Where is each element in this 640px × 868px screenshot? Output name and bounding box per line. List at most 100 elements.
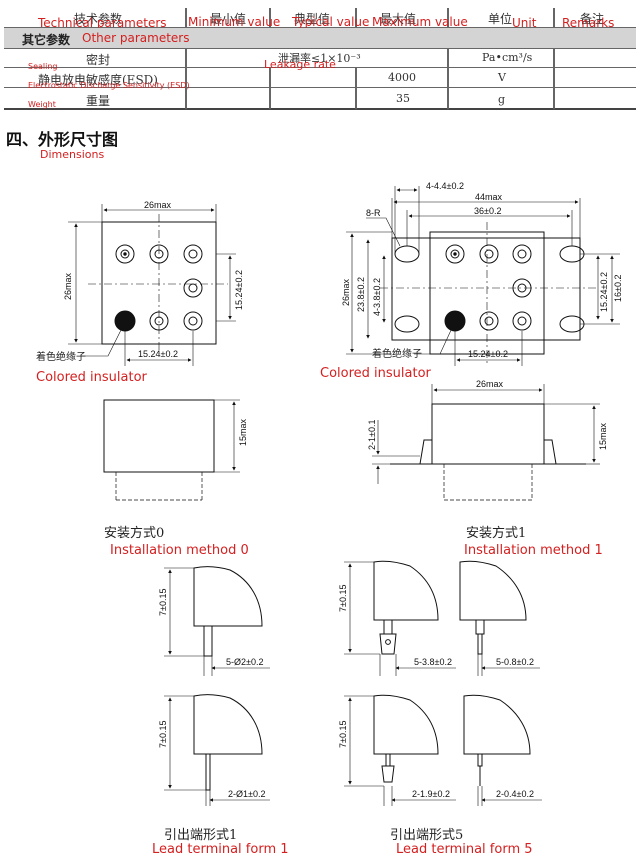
row-esd-min	[186, 68, 270, 88]
header-max-en: Maximum value	[372, 15, 468, 29]
lead5-c-height-dim: 7±0.15	[338, 721, 348, 748]
row-esd-remarks	[554, 68, 636, 88]
install0-caption: 安装方式0	[104, 526, 165, 541]
lead1-caption: 引出端形式1	[164, 828, 238, 843]
header-min-cn: 最小值	[210, 12, 247, 26]
lead1-caption-en: Lead terminal form 1	[152, 842, 289, 857]
lead1-b-dim: 2-Ø1±0.2	[228, 789, 265, 799]
m0-height-dim: 26max	[63, 272, 73, 300]
m0-pitch-h-dim: 15.24±0.2	[138, 349, 178, 359]
header-min-en: Minimum value	[188, 15, 281, 29]
m1-238-dim: 23.8±0.2	[356, 277, 366, 312]
header-cell-min	[186, 8, 270, 28]
lead1-b-height-dim: 7±0.15	[158, 721, 168, 748]
lead1-pin-a	[164, 566, 270, 676]
method1-pins	[444, 244, 532, 332]
header-remarks-cn: 备注	[580, 12, 605, 26]
m0-insulator-en: Colored insulator	[36, 370, 147, 385]
row-sealing-unit	[448, 48, 554, 68]
row-sealing-param	[4, 48, 186, 68]
m1-side-height-dim: 15max	[598, 422, 608, 450]
lead5-pin-c	[344, 694, 456, 806]
header-params-en: Technical parameters	[38, 16, 167, 30]
lead5-a-dim: 5-3.8±0.2	[414, 657, 452, 667]
header-cell-unit	[448, 8, 554, 28]
sealing-unit: Pa•cm³/s	[482, 51, 533, 64]
header-cell-max	[356, 8, 448, 28]
esd-max: 4000	[388, 71, 416, 84]
m1-side-width-dim: 26max	[476, 379, 504, 389]
header-unit-cn: 单位	[488, 12, 513, 26]
weight-en: Weight	[28, 100, 56, 109]
header-cell-remarks	[554, 8, 636, 28]
esd-unit: V	[498, 71, 506, 84]
header-remarks-en: Remarks	[562, 16, 615, 30]
m1-16-dim: 16±0.2	[613, 275, 623, 302]
row-sealing-value	[186, 48, 448, 68]
header-cell-params	[4, 8, 186, 28]
esd-en: Electrostatic Discharge Sensitivity (ESD…	[28, 81, 190, 90]
sealing-cn: 密封	[86, 53, 111, 67]
m0-width-dim: 26max	[144, 200, 172, 210]
lead5-pin-d	[463, 694, 542, 806]
lead5-a-height-dim: 7±0.15	[338, 585, 348, 612]
install0-caption-en: Installation method 0	[110, 543, 249, 558]
row-sealing-remarks	[554, 48, 636, 68]
esd-cn: 静电放电敏感度(ESD)	[38, 73, 158, 87]
method1-side-view	[372, 384, 600, 501]
weight-cn: 重量	[86, 94, 111, 108]
lead5-caption: 引出端形式5	[390, 828, 464, 843]
lead1-pin-b	[164, 694, 270, 806]
m1-438-dim: 4-3.8±0.2	[372, 278, 382, 316]
m1-insulator-label: 着色绝缘子	[372, 347, 422, 360]
row-esd-unit	[448, 68, 554, 88]
header-cell-typ	[270, 8, 356, 28]
row-weight-param	[4, 88, 186, 110]
row-esd-typ	[270, 68, 356, 88]
weight-unit: g	[498, 93, 506, 106]
header-typ-en: Typical value	[292, 15, 370, 29]
row-esd-max	[356, 68, 448, 88]
section-row	[4, 28, 636, 49]
sealing-en: Sealing	[28, 62, 58, 71]
row-weight-typ	[270, 88, 356, 110]
row-weight-unit	[448, 88, 554, 110]
m0-pitch-v-dim: 15.24±0.2	[234, 270, 244, 310]
lead1-a-height-dim: 7±0.15	[158, 589, 168, 616]
header-unit-en: Unit	[512, 16, 537, 30]
m0-side-height-dim: 15max	[238, 418, 248, 446]
m1-26-dim: 26max	[341, 278, 351, 306]
row-weight-min	[186, 88, 270, 110]
dimensions-title-en: Dimensions	[40, 148, 105, 161]
lead5-c-dim: 2-1.9±0.2	[412, 789, 450, 799]
leakage-rate-value: 泄漏率≤1×10⁻³	[278, 52, 361, 65]
method1-top-view	[346, 186, 620, 366]
section-title-en: Other parameters	[82, 31, 190, 45]
leakage-rate-en: Leakage rate	[264, 58, 336, 71]
section-title-cn: 其它参数	[22, 33, 71, 47]
header-typ-cn: 典型值	[294, 12, 331, 26]
row-weight-max	[356, 88, 448, 110]
method0-side-view	[103, 399, 240, 501]
method0-pins	[114, 244, 203, 332]
header-params-cn: 技术参数	[74, 12, 123, 26]
lead5-pin-b	[459, 560, 540, 676]
row-weight-remarks	[554, 88, 636, 110]
m1-side-t-dim: 2-1±0.1	[367, 420, 377, 450]
m1-44-dim: 44max	[475, 192, 503, 202]
m1-insulator-en: Colored insulator	[320, 366, 431, 381]
install1-caption-en: Installation method 1	[464, 543, 603, 558]
install1-caption: 安装方式1	[466, 526, 527, 541]
m1-1524h-dim: 15.24±0.2	[468, 349, 508, 359]
weight-max: 35	[396, 92, 410, 105]
m1-1524v-dim: 15.24±0.2	[599, 272, 609, 312]
m1-36-dim: 36±0.2	[474, 206, 501, 216]
lead1-a-dim: 5-Ø2±0.2	[226, 657, 263, 667]
m0-insulator-label: 着色绝缘子	[36, 350, 86, 363]
lead5-b-dim: 5-0.8±0.2	[496, 657, 534, 667]
header-max-cn: 最大值	[380, 12, 417, 26]
lead5-caption-en: Lead terminal form 5	[396, 842, 533, 857]
method0-top-view	[68, 204, 236, 366]
row-esd-param	[4, 68, 186, 88]
